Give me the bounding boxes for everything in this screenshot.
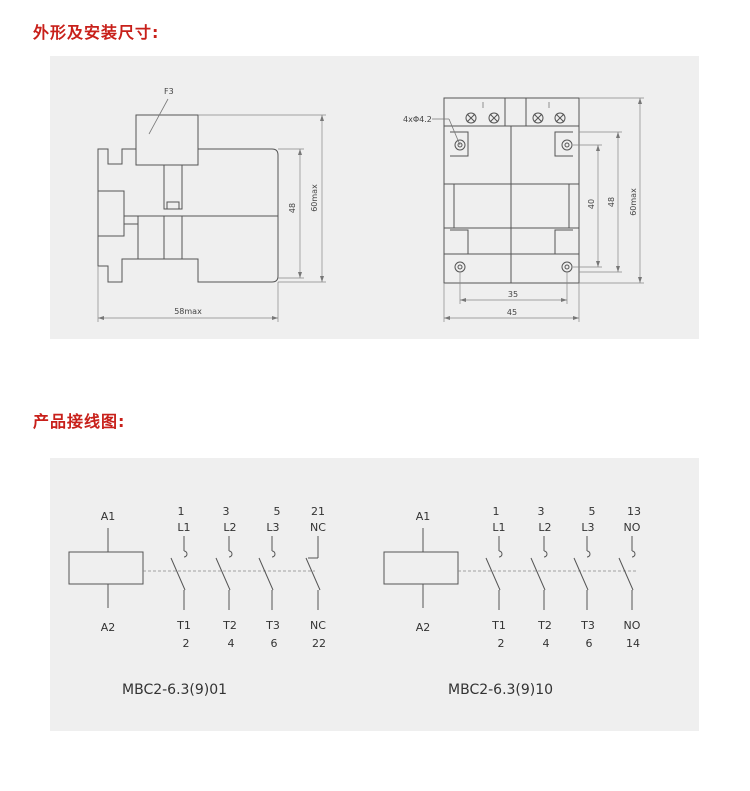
- outline-section-title: 外形及安装尺寸:: [33, 23, 160, 42]
- front-dim-45: 45: [507, 308, 517, 317]
- svg-text:NC: NC: [310, 521, 326, 534]
- svg-text:T2: T2: [222, 619, 237, 632]
- f3-label: F3: [164, 87, 174, 96]
- outline-dimensions-panel: F3 48 60max: [50, 56, 699, 339]
- svg-text:4: 4: [543, 637, 550, 650]
- coil-a1-label-10: A1: [416, 510, 431, 523]
- model-label-10: MBC2-6.3(9)10: [448, 682, 553, 698]
- front-dim-40: 40: [587, 199, 596, 209]
- front-dim-48: 48: [607, 197, 616, 207]
- contact-l2-t2-10: 3 L2 T2 4: [530, 505, 552, 650]
- contact-l1-t1-10: 1 L1 T1 2: [485, 505, 506, 650]
- svg-text:L2: L2: [538, 521, 551, 534]
- svg-text:T3: T3: [265, 619, 280, 632]
- wiring-diagram-01: A1 A2 1 L1 T1 2 3 L2: [68, 505, 326, 698]
- f3-block: [135, 114, 199, 166]
- coil-a1-label-01: A1: [101, 510, 116, 523]
- outline-drawing: F3 48 60max: [97, 87, 644, 322]
- svg-text:2: 2: [498, 637, 505, 650]
- svg-text:L1: L1: [177, 521, 190, 534]
- svg-text:3: 3: [223, 505, 230, 518]
- side-view: F3 48 60max: [97, 87, 326, 322]
- svg-text:L2: L2: [223, 521, 236, 534]
- front-dim-60max: 60max: [629, 188, 638, 216]
- svg-text:13: 13: [627, 505, 641, 518]
- svg-text:T3: T3: [580, 619, 595, 632]
- contact-l3-t3-01: 5 L3 T3 6: [258, 505, 281, 650]
- svg-text:6: 6: [271, 637, 278, 650]
- svg-text:5: 5: [274, 505, 281, 518]
- wiring-diagram-panel: A1 A2 1 L1 T1 2 3 L2: [50, 458, 699, 731]
- coil-01: [68, 551, 144, 585]
- svg-text:T1: T1: [176, 619, 191, 632]
- svg-text:5: 5: [589, 505, 596, 518]
- svg-text:T1: T1: [491, 619, 506, 632]
- svg-text:L3: L3: [581, 521, 594, 534]
- coil-a2-label-01: A2: [101, 621, 116, 634]
- svg-text:NC: NC: [310, 619, 326, 632]
- contact-l2-t2-01: 3 L2 T2 4: [215, 505, 237, 650]
- svg-text:3: 3: [538, 505, 545, 518]
- wiring-drawing: A1 A2 1 L1 T1 2 3 L2: [68, 505, 641, 698]
- front-dim-35: 35: [508, 290, 518, 299]
- contact-no-10: 13 NO NO 14: [618, 505, 641, 650]
- svg-text:NO: NO: [624, 521, 641, 534]
- contactor-body-side: [97, 148, 279, 283]
- coil-a2-label-10: A2: [416, 621, 431, 634]
- side-dim-60max: 60max: [310, 184, 319, 212]
- svg-text:2: 2: [183, 637, 190, 650]
- svg-text:14: 14: [626, 637, 640, 650]
- side-dim-58max: 58max: [174, 307, 202, 316]
- svg-text:4: 4: [228, 637, 235, 650]
- svg-text:NO: NO: [624, 619, 641, 632]
- svg-text:21: 21: [311, 505, 325, 518]
- svg-text:1: 1: [493, 505, 500, 518]
- coil-10: [383, 551, 459, 585]
- svg-text:22: 22: [312, 637, 326, 650]
- wiring-section-title: 产品接线图:: [33, 412, 126, 431]
- contact-l3-t3-10: 5 L3 T3 6: [573, 505, 596, 650]
- svg-text:T2: T2: [537, 619, 552, 632]
- front-view: 4xΦ4.2 40 48 60max: [403, 97, 644, 322]
- svg-text:L1: L1: [492, 521, 505, 534]
- contact-nc-01: 21 NC NC 22: [305, 505, 326, 650]
- mounting-holes-label: 4xΦ4.2: [403, 115, 432, 124]
- wiring-diagram-10: A1 A2 1 L1 T1 2 3 L2: [383, 505, 641, 698]
- side-dim-48: 48: [288, 203, 297, 213]
- model-label-01: MBC2-6.3(9)01: [122, 682, 227, 698]
- svg-text:1: 1: [178, 505, 185, 518]
- contact-l1-t1-01: 1 L1 T1 2: [170, 505, 191, 650]
- svg-text:L3: L3: [266, 521, 279, 534]
- svg-text:6: 6: [586, 637, 593, 650]
